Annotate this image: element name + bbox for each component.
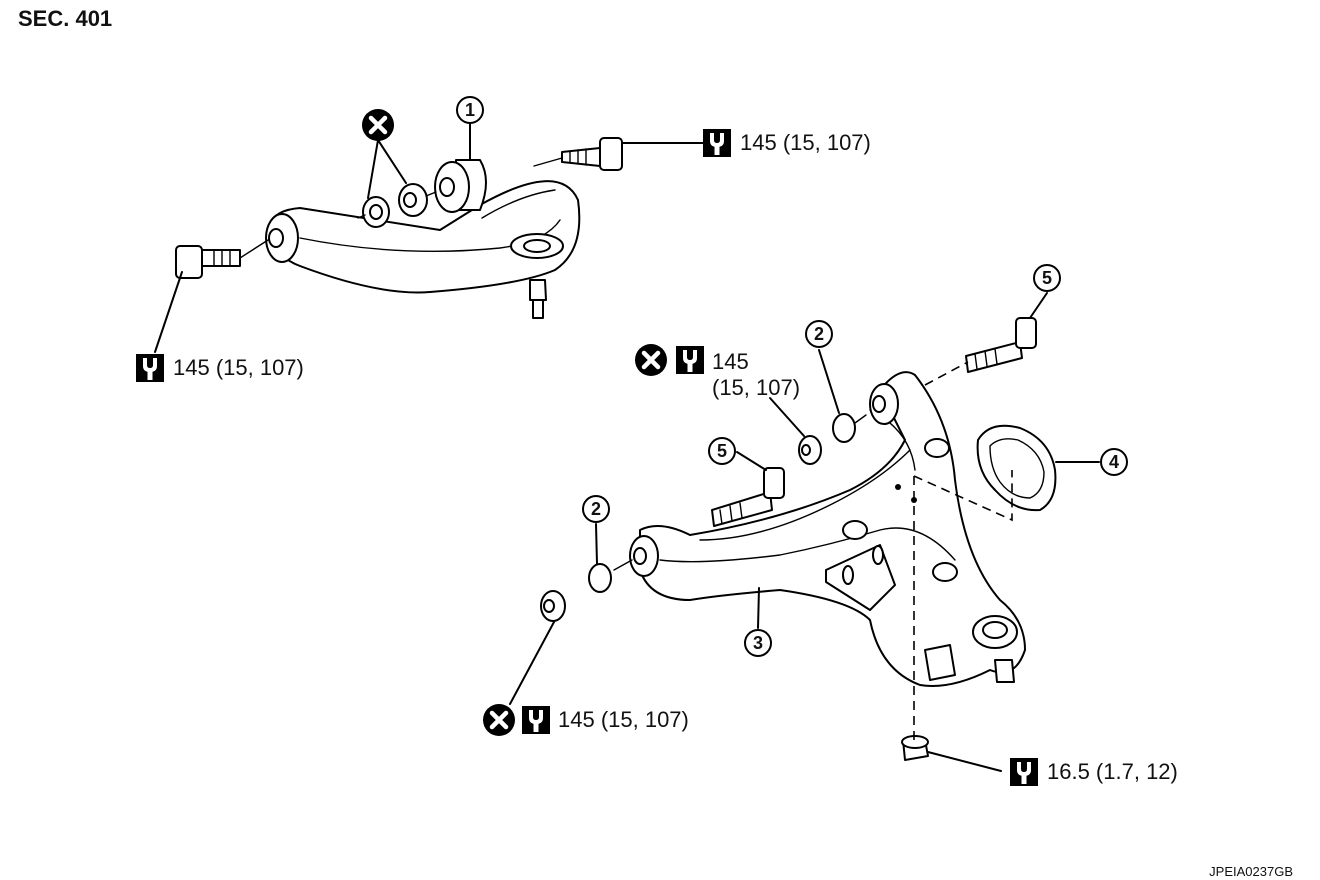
torque-wrench-icon bbox=[676, 346, 704, 374]
leader-lines bbox=[154, 123, 1100, 772]
torque-spec-lower-front: 145 (15, 107) bbox=[558, 707, 689, 732]
torque-wrench-icon bbox=[136, 354, 164, 382]
torque-wrench-icon bbox=[1010, 758, 1038, 786]
callout-2-lower: 2 bbox=[582, 495, 610, 523]
callout-4: 4 bbox=[1100, 448, 1128, 476]
callout-5-upper: 5 bbox=[1033, 264, 1061, 292]
never-reuse-x-icon bbox=[483, 704, 515, 736]
callout-3: 3 bbox=[744, 629, 772, 657]
torque-spec-lower-rear-units: (15, 107) bbox=[712, 375, 800, 400]
never-reuse-x-icon bbox=[362, 109, 394, 141]
callout-5-lower: 5 bbox=[708, 437, 736, 465]
callout-1: 1 bbox=[456, 96, 484, 124]
figure-code: JPEIA0237GB bbox=[1209, 864, 1293, 879]
section-title: SEC. 401 bbox=[18, 6, 112, 31]
torque-spec-lower-rear-value: 145 bbox=[712, 349, 749, 374]
callout-1-label: 1 bbox=[465, 100, 475, 120]
torque-wrench-icon bbox=[522, 706, 550, 734]
torque-spec-upper-rear: 145 (15, 107) bbox=[173, 355, 304, 380]
torque-spec-lower-bottom: 16.5 (1.7, 12) bbox=[1047, 759, 1178, 784]
callout-2-label: 2 bbox=[814, 324, 824, 344]
callout-5-label: 5 bbox=[1042, 268, 1052, 288]
callout-2-upper: 2 bbox=[805, 320, 833, 348]
callout-3-label: 3 bbox=[753, 633, 763, 653]
lower-link-assembly bbox=[540, 317, 1057, 761]
never-reuse-x-icon bbox=[635, 344, 667, 376]
callout-2-label: 2 bbox=[591, 499, 601, 519]
torque-wrench-icon bbox=[703, 129, 731, 157]
callout-4-label: 4 bbox=[1109, 452, 1119, 472]
callout-5-label: 5 bbox=[717, 441, 727, 461]
torque-spec-upper-front: 145 (15, 107) bbox=[740, 130, 871, 155]
upper-link-assembly bbox=[175, 137, 623, 319]
